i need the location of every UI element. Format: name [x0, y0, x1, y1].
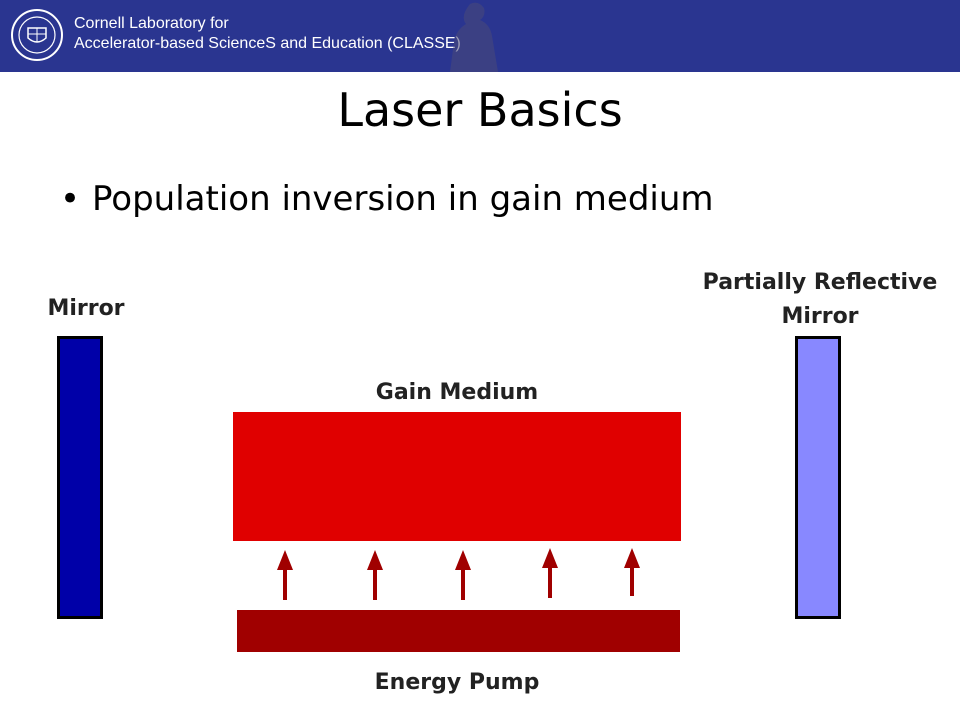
mirror-label: Mirror [47, 296, 125, 321]
slide-title: Laser Basics [337, 83, 623, 137]
partially-reflective-mirror [795, 336, 841, 619]
cornell-seal-logo [11, 9, 63, 61]
bullet-dot-icon: • [60, 179, 81, 219]
energy-pump-label: Energy Pump [374, 670, 540, 695]
gain-medium [233, 412, 681, 541]
pump-arrow-icon [542, 548, 558, 598]
header-bar: Cornell Laboratory for Accelerator-based… [0, 0, 960, 72]
pump-arrows [277, 548, 640, 600]
pump-arrow-icon [455, 550, 471, 600]
partial-mirror-label-line2: Mirror [781, 304, 859, 329]
mirror [57, 336, 103, 619]
organization-name: Cornell Laboratory for Accelerator-based… [74, 14, 461, 54]
bullet-item: • Population inversion in gain medium [60, 176, 714, 222]
pump-arrow-icon [367, 550, 383, 600]
partial-mirror-label: Partially Reflective Mirror [680, 266, 960, 334]
statue-silhouette-image [450, 2, 498, 72]
bullet-text: Population inversion in gain medium [92, 179, 714, 219]
org-name-line2: Accelerator-based ScienceS and Education… [74, 35, 461, 52]
partial-mirror-label-line1: Partially Reflective [702, 270, 938, 295]
energy-pump [237, 610, 680, 652]
gain-medium-label: Gain Medium [375, 380, 539, 405]
org-name-line1: Cornell Laboratory for [74, 15, 229, 32]
pump-arrow-icon [277, 550, 293, 600]
pump-arrow-icon [624, 548, 640, 596]
